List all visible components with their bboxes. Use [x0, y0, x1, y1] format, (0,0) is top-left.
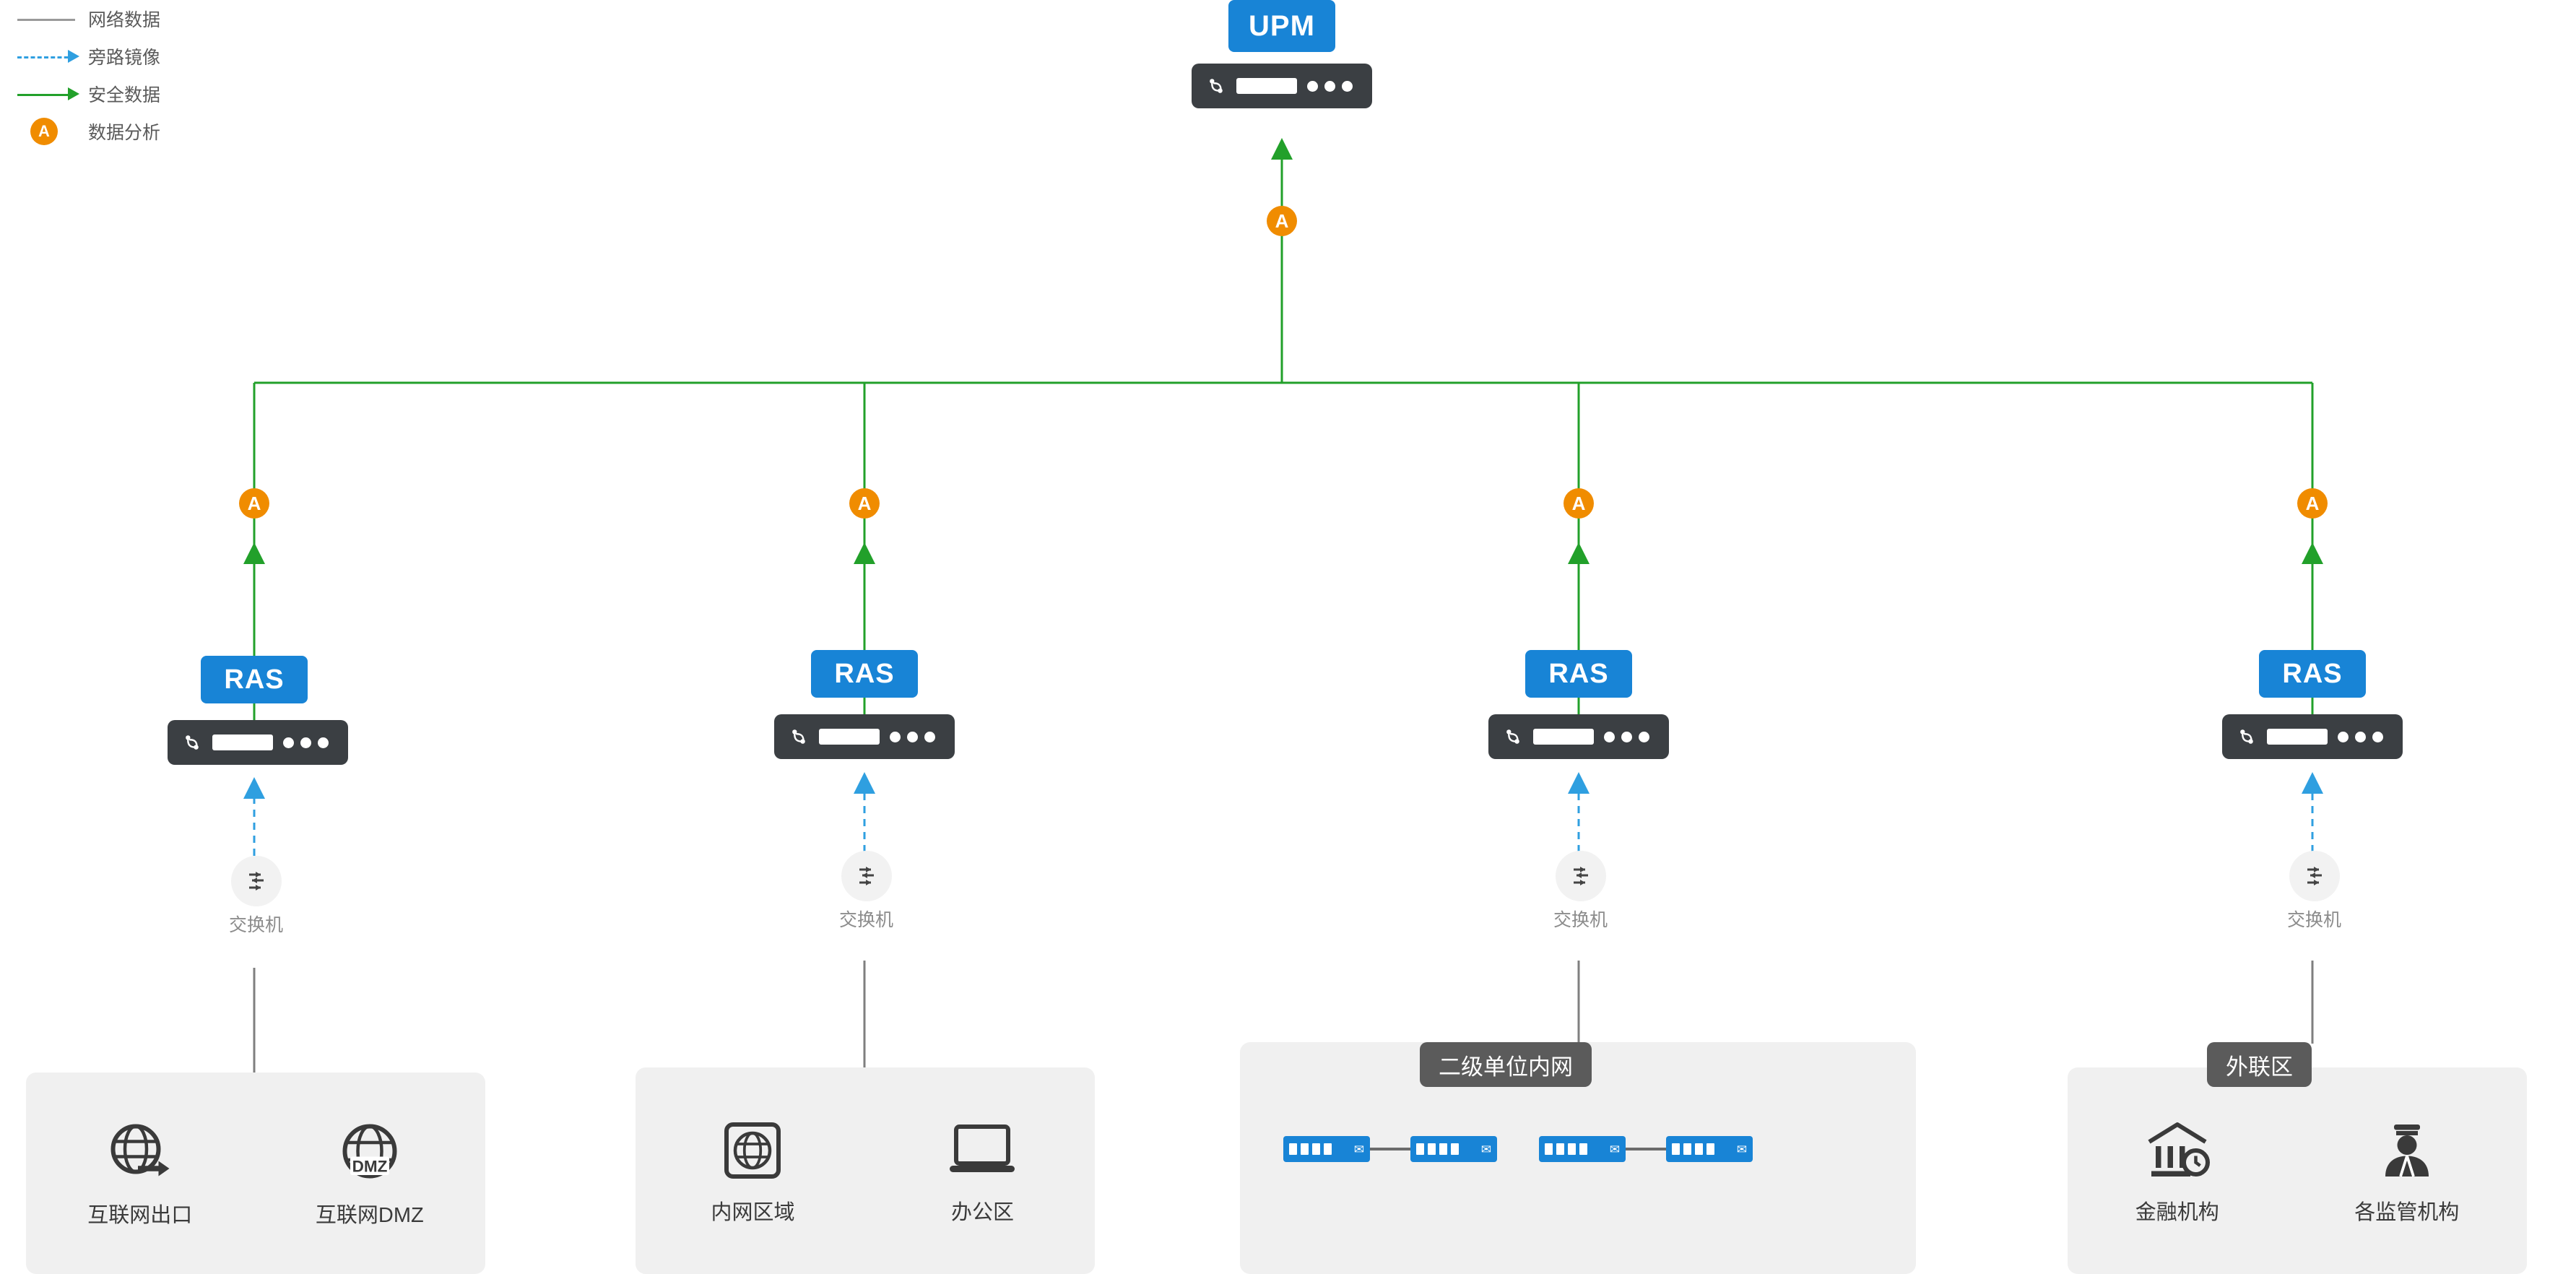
line-gray-icon [17, 19, 75, 21]
ras-tag-4[interactable]: RAS [2259, 650, 2366, 698]
zone-item-label: 内网区域 [711, 1201, 795, 1224]
switch-box-icon[interactable]: ✉ [1410, 1136, 1497, 1162]
switch-box-icon[interactable]: ✉ [1283, 1136, 1370, 1162]
switch-icon [1555, 851, 1606, 901]
zone-panel-title-secondary-unit: 二级单位内网 [1420, 1042, 1592, 1087]
legend: 网络数据 旁路镜像 安全数据 A 数据分析 [10, 0, 198, 150]
line-green-icon [17, 94, 75, 96]
link-line [1626, 1148, 1666, 1150]
device-status-bar [2267, 729, 2328, 745]
ras-tag-2[interactable]: RAS [811, 650, 918, 698]
arrow-green-icon [68, 87, 79, 100]
switch-icon [841, 851, 892, 901]
device-dots-icon [283, 737, 329, 748]
network-row: ✉ ✉ ✉ ✉ [1283, 1136, 1753, 1162]
upm-device[interactable] [1192, 64, 1372, 108]
link-line [1370, 1148, 1410, 1150]
switch-label: 交换机 [1553, 910, 1608, 930]
switch-node-4[interactable]: 交换机 [2287, 851, 2341, 932]
switch-node-1[interactable]: 交换机 [229, 856, 283, 937]
server-device-icon [1506, 729, 1519, 744]
zone-item-office-area[interactable]: 办公区 [945, 1116, 1019, 1226]
line-blue-icon [17, 56, 75, 58]
device-status-bar [1533, 729, 1594, 745]
arrow-blue-icon [68, 50, 79, 63]
device-status-bar [212, 734, 273, 750]
server-device-icon [2240, 729, 2253, 744]
analysis-badge-ras-1[interactable]: A [239, 488, 269, 519]
switch-box-icon[interactable]: ✉ [1666, 1136, 1753, 1162]
globe-arrow-icon [110, 1124, 170, 1176]
switch-label: 交换机 [839, 910, 894, 930]
badge-a-icon: A [30, 118, 58, 145]
switch-node-2[interactable]: 交换机 [839, 851, 893, 932]
ras-tag-3[interactable]: RAS [1525, 650, 1632, 698]
device-status-bar [819, 729, 880, 745]
ras-tag-1[interactable]: RAS [201, 656, 308, 703]
zone-panel-internet[interactable]: 互联网出口 DMZ 互联网DMZ [26, 1072, 485, 1274]
svg-text:DMZ: DMZ [352, 1157, 387, 1175]
analysis-badge-ras-3[interactable]: A [1564, 488, 1594, 519]
legend-item-1: 旁路镜像 [10, 38, 198, 75]
zone-panel-intranet[interactable]: 内网区域 办公区 [636, 1067, 1095, 1274]
legend-item-3: A 数据分析 [10, 113, 198, 150]
zone-item-label: 互联网DMZ [315, 1203, 424, 1227]
switch-node-3[interactable]: 交换机 [1553, 851, 1608, 932]
zone-item-label: 互联网出口 [87, 1203, 193, 1227]
bank-icon [2148, 1122, 2210, 1176]
switch-label: 交换机 [2287, 910, 2342, 930]
device-dots-icon [2338, 731, 2383, 742]
zone-item-label: 金融机构 [2135, 1201, 2219, 1224]
zone-panel-external[interactable]: 金融机构 各监管机构 [2068, 1067, 2527, 1274]
zone-item-internet-dmz[interactable]: DMZ 互联网DMZ [316, 1119, 424, 1228]
analysis-badge-ras-4[interactable]: A [2297, 488, 2328, 519]
globe-dmz-icon: DMZ [342, 1124, 397, 1178]
device-dots-icon [1604, 731, 1649, 742]
device-status-bar [1236, 78, 1297, 94]
switch-label: 交换机 [229, 915, 284, 935]
device-dots-icon [890, 731, 935, 742]
legend-item-2: 安全数据 [10, 75, 198, 113]
server-device-icon [1210, 79, 1223, 93]
switch-icon [230, 856, 282, 906]
zone-item-regulators[interactable]: 各监管机构 [2354, 1116, 2459, 1226]
analysis-badge-upm[interactable]: A [1267, 206, 1297, 236]
server-device-icon [186, 735, 199, 750]
zone-item-financial-institution[interactable]: 金融机构 [2135, 1116, 2219, 1226]
legend-item-0: 网络数据 [10, 0, 198, 38]
laptop-icon [950, 1124, 1015, 1172]
ras-device-2[interactable] [774, 714, 955, 759]
zone-item-internet-exit[interactable]: 互联网出口 [87, 1119, 192, 1228]
ras-device-4[interactable] [2222, 714, 2403, 759]
legend-label: 网络数据 [88, 10, 161, 30]
ras-device-3[interactable] [1488, 714, 1669, 759]
zone-item-intranet-area[interactable]: 内网区域 [711, 1116, 795, 1226]
legend-label: 旁路镜像 [88, 48, 161, 68]
legend-label: 安全数据 [88, 85, 161, 105]
zone-item-label: 各监管机构 [2354, 1201, 2460, 1224]
analysis-badge-ras-2[interactable]: A [849, 488, 880, 519]
zone-item-label: 办公区 [950, 1201, 1014, 1224]
server-device-icon [792, 729, 805, 744]
officer-icon [2385, 1124, 2429, 1177]
upm-tag[interactable]: UPM [1228, 0, 1335, 52]
switch-box-icon[interactable]: ✉ [1539, 1136, 1626, 1162]
globe-card-icon [724, 1122, 781, 1179]
switch-icon [2289, 851, 2340, 901]
legend-label: 数据分析 [88, 123, 161, 143]
zone-panel-title-external: 外联区 [2207, 1042, 2312, 1087]
device-dots-icon [1307, 80, 1353, 92]
ras-device-1[interactable] [168, 720, 348, 765]
